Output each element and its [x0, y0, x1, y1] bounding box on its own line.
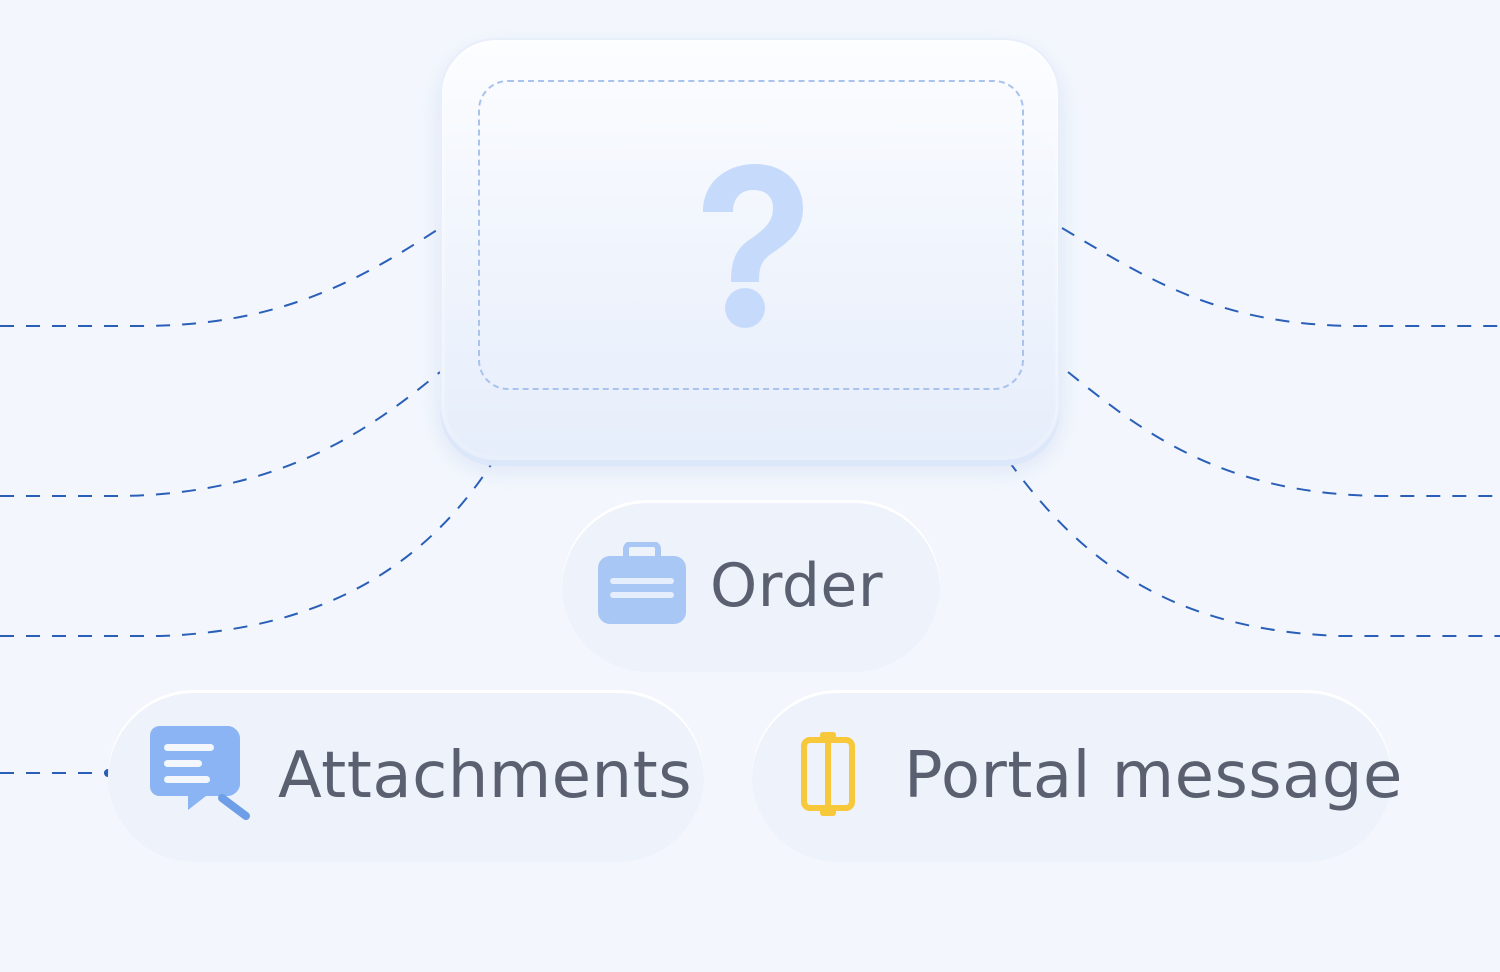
briefcase-icon: [596, 541, 688, 630]
document-chat-icon: [148, 726, 252, 826]
node-attachments-label: Attachments: [278, 739, 693, 813]
node-portal-message[interactable]: Portal message: [752, 690, 1402, 862]
node-portal-message-label: Portal message: [904, 739, 1403, 813]
question-mark-icon: [442, 160, 1058, 334]
connector-left-1: [0, 227, 441, 327]
connector-right-3: [1007, 459, 1500, 637]
center-unknown-node[interactable]: [440, 38, 1060, 460]
door-icon: [800, 732, 856, 820]
connector-left-2: [0, 371, 441, 497]
connector-right-1: [1061, 227, 1500, 327]
node-order[interactable]: Order: [562, 500, 940, 672]
node-attachments[interactable]: Attachments: [108, 690, 704, 862]
node-order-label: Order: [710, 551, 884, 621]
connector-right-2: [1067, 371, 1500, 497]
connector-left-3: [0, 459, 495, 637]
center-node-dashed-border: [478, 80, 1024, 390]
